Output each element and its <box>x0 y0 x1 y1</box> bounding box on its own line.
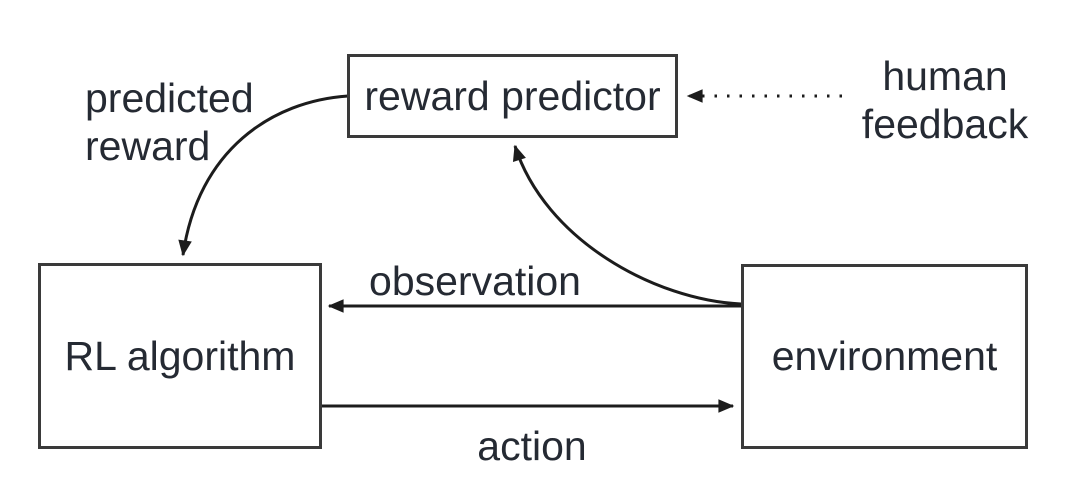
reward-predictor-label: reward predictor <box>364 72 661 119</box>
environment-to-reward-predictor-arrow <box>512 144 742 306</box>
environment-label: environment <box>771 333 998 379</box>
predicted-reward-label: predicted reward <box>85 75 254 169</box>
action-label: action <box>477 423 587 469</box>
reward-predictor-box: reward predictor <box>347 54 678 138</box>
observation-label: observation <box>369 258 581 304</box>
human-feedback-label: human feedback <box>861 53 1029 147</box>
predicted-reward-arrow <box>178 94 349 257</box>
rl-algorithm-box: RL algorithm <box>38 263 322 449</box>
environment-box: environment <box>741 264 1028 449</box>
rl-algorithm-label: RL algorithm <box>64 332 296 379</box>
